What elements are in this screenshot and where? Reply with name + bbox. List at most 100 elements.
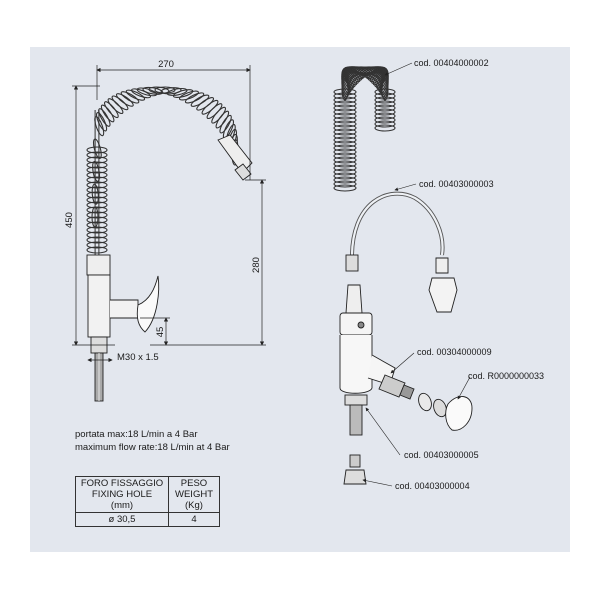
- spring-coil: [333, 184, 357, 192]
- spring-coil: [381, 79, 389, 101]
- spring-coil: [86, 186, 108, 194]
- spring-coil: [86, 216, 108, 224]
- spring-coil: [374, 96, 396, 104]
- table-row: ø 30,5 4: [75, 512, 220, 527]
- spring-coil: [333, 88, 357, 96]
- dim-width: 270: [158, 59, 174, 70]
- spring-coil: [86, 146, 108, 154]
- spring-coil: [219, 114, 232, 134]
- part-code-fitting: cod. 00403000005: [404, 450, 479, 460]
- leader-lines: [362, 62, 471, 487]
- spring-coil: [160, 87, 182, 95]
- spring-coil: [215, 110, 230, 129]
- part-code-lever: cod. R0000000033: [468, 371, 544, 381]
- spring-coil: [333, 108, 357, 116]
- spring-coil: [333, 156, 357, 164]
- spring-coil: [333, 160, 357, 168]
- spring-coil: [95, 112, 108, 132]
- spring-coil: [374, 104, 396, 112]
- spring-coil: [333, 124, 357, 132]
- spring-coil: [333, 128, 357, 136]
- part-code-nut: cod. 00403000004: [395, 481, 470, 491]
- spring-coil: [86, 221, 108, 229]
- table-header-row: FORO FISSAGGIO FIXING HOLE (mm) PESO WEI…: [75, 476, 220, 513]
- spring-coil: [333, 172, 357, 180]
- header-fixing-hole: FORO FISSAGGIO FIXING HOLE (mm): [75, 476, 169, 513]
- part-code-spring: cod. 00404000002: [414, 58, 489, 68]
- spring-coil: [374, 120, 396, 128]
- spring-coil: [333, 92, 357, 100]
- part-code-hose: cod. 00403000003: [419, 179, 494, 189]
- spring-coil: [98, 108, 111, 127]
- spring-coils: [86, 86, 239, 254]
- spring-coil: [86, 226, 108, 234]
- spring-coil: [86, 166, 108, 174]
- spring-coil: [333, 100, 357, 108]
- spring-coil: [86, 181, 108, 189]
- spring-coil: [115, 93, 134, 107]
- spring-coil: [86, 151, 108, 159]
- spring-coil: [104, 101, 119, 119]
- dim-thread: M30 x 1.5: [117, 352, 159, 363]
- spring-coil: [374, 108, 396, 116]
- spring-coil: [86, 236, 108, 244]
- spring-coil: [86, 246, 108, 254]
- spring-coil: [120, 91, 140, 104]
- weight-value: 4: [168, 512, 220, 527]
- spring-coil: [333, 140, 357, 148]
- spring-coil: [333, 132, 357, 140]
- header-weight-unit: (Kg): [185, 500, 203, 511]
- spring-coil: [374, 100, 396, 108]
- spring-coil: [94, 116, 105, 137]
- header-fixing-hole-unit: (mm): [110, 500, 134, 511]
- drawing-sheet: [30, 47, 570, 552]
- spec-table: FORO FISSAGGIO FIXING HOLE (mm) PESO WEI…: [75, 476, 220, 527]
- spring-coil: [86, 176, 108, 184]
- spring-coil: [86, 156, 108, 164]
- spring-coil: [178, 90, 199, 101]
- spring-coil: [86, 171, 108, 179]
- spring-coil: [333, 116, 357, 124]
- header-weight-en: WEIGHT: [175, 489, 213, 500]
- exploded-view: [333, 66, 473, 485]
- dimension-lines: [72, 65, 266, 363]
- flow-note-it: portata max:18 L/min a 4 Bar: [75, 429, 198, 440]
- spring-coil: [333, 152, 357, 160]
- spring-coil: [100, 104, 115, 123]
- spring-coil: [86, 191, 108, 199]
- spring-coil: [333, 176, 357, 184]
- spring-coil: [184, 92, 205, 104]
- dim-height-spout: 280: [251, 257, 262, 273]
- spring-coil: [86, 161, 108, 169]
- header-weight: PESO WEIGHT (Kg): [168, 476, 220, 513]
- spring-coil: [107, 98, 124, 115]
- spring-coil: [91, 183, 99, 205]
- flow-note-en: maximum flow rate:18 L/min at 4 Bar: [75, 442, 230, 453]
- spring-part: [333, 66, 396, 192]
- spring-coil: [86, 206, 108, 214]
- dim-height-total: 450: [64, 212, 75, 228]
- spring-coil: [333, 112, 357, 120]
- spring-coil: [86, 241, 108, 249]
- spring-coil: [333, 164, 357, 172]
- spring-coil: [86, 196, 108, 204]
- faucet-side-view: [86, 86, 253, 402]
- spring-coil: [86, 231, 108, 239]
- spring-coil: [374, 88, 396, 96]
- spring-coil: [333, 148, 357, 156]
- spring-coil: [333, 180, 357, 188]
- header-weight-it: PESO: [180, 478, 208, 489]
- spring-coil: [374, 116, 396, 124]
- header-fixing-hole-it: FORO FISSAGGIO: [80, 478, 164, 489]
- spring-coil: [86, 201, 108, 209]
- spring-coil: [333, 104, 357, 112]
- spring-coil: [374, 112, 396, 120]
- spring-coil: [333, 144, 357, 152]
- part-code-cartridge: cod. 00304000009: [417, 347, 492, 357]
- spring-coil: [125, 89, 146, 101]
- header-fixing-hole-en: FIXING HOLE: [91, 489, 153, 500]
- spring-coil: [111, 95, 129, 111]
- fixing-hole-value: ø 30,5: [75, 512, 169, 527]
- spring-coil: [333, 168, 357, 176]
